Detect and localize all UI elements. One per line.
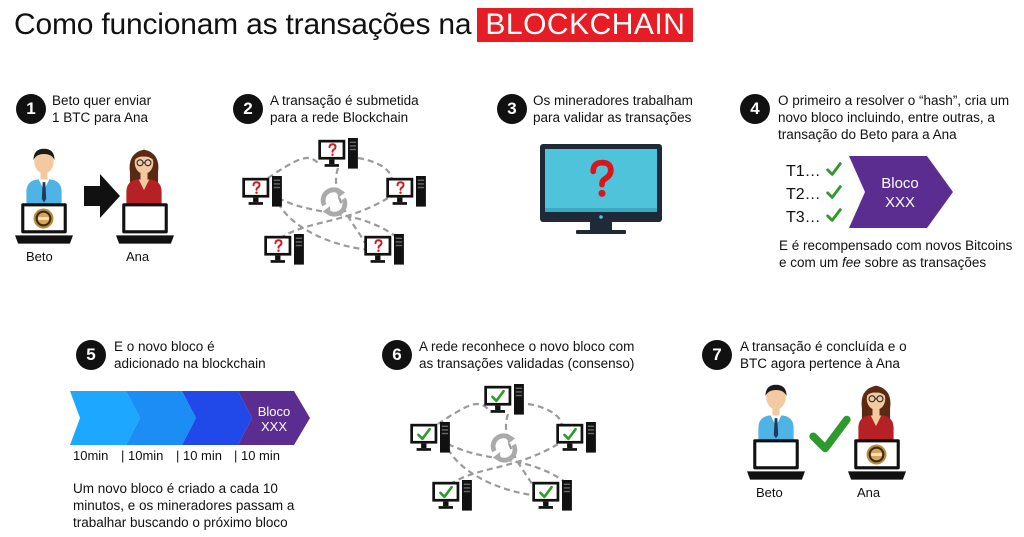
arrow-right-icon	[84, 174, 120, 218]
computer-icon	[318, 138, 358, 169]
step-5-text: E o novo bloco é adicionado na blockchai…	[114, 338, 266, 372]
step-7-line-1: A transação é concluída e o	[740, 339, 907, 354]
timeline-block-line-2: XXX	[260, 419, 287, 434]
ana-figure	[857, 385, 895, 448]
beto-label: Beto	[756, 485, 783, 500]
beto-laptop-icon	[747, 439, 805, 480]
transaction-item: T2…	[786, 183, 843, 206]
step-3-number: 3	[497, 94, 527, 124]
check-icon	[826, 208, 842, 222]
beto-to-ana-illustration	[15, 148, 174, 244]
step-5-number: 5	[76, 340, 106, 370]
step-2-text: A transação é submetida para a rede Bloc…	[270, 92, 419, 126]
timeline-interval: 10min	[73, 448, 109, 463]
transaction-complete-illustration	[747, 384, 906, 480]
computer-icon	[386, 176, 426, 207]
chain-block	[126, 391, 196, 445]
transaction-item: T1…	[786, 160, 843, 183]
monitor-question-illustration	[540, 144, 662, 234]
ana-label: Ana	[126, 249, 150, 264]
bitcoin-coin-icon	[866, 444, 887, 465]
step-1-number: 1	[16, 94, 46, 124]
step-1-line-2: 1 BTC para Ana	[52, 110, 149, 125]
chain-block	[182, 391, 252, 445]
timeline-interval: | 10 min	[234, 448, 281, 463]
reward-text: E é recompensado com novos Bitcoins e co…	[779, 237, 1012, 271]
timeline-interval: | 10min	[121, 448, 164, 463]
step-7-number: 7	[702, 340, 732, 370]
note-line-1: Um novo bloco é criado a cada 10	[73, 481, 278, 496]
computer-icon	[264, 234, 304, 265]
step-6-line-2: as transações validadas (consenso)	[419, 356, 635, 371]
note-line-3: trabalhar buscando o próximo bloco	[73, 515, 288, 530]
step-6-line-1: A rede reconhece o novo bloco com	[419, 339, 635, 354]
check-icon	[813, 420, 847, 449]
step-2-line-2: para a rede Blockchain	[270, 110, 409, 125]
step-6-number: 6	[382, 340, 412, 370]
title-highlight-badge: BLOCKCHAIN	[477, 8, 694, 42]
blockchain-timeline	[70, 391, 310, 445]
ana-label: Ana	[857, 485, 881, 500]
beto-figure	[26, 148, 62, 212]
step-3-line-2: para validar as transações	[533, 110, 692, 125]
chain-block	[70, 391, 140, 445]
beto-figure	[758, 384, 794, 448]
beto-label: Beto	[26, 249, 53, 264]
timeline-block-line-1: Bloco	[257, 404, 291, 419]
block-interval-note: Um novo bloco é criado a cada 10 minutos…	[73, 480, 294, 531]
new-block-label: Bloco XXX	[860, 174, 940, 212]
transaction-item: T3…	[786, 206, 843, 229]
reward-line-1: E é recompensado com novos Bitcoins	[779, 238, 1013, 253]
step-4-line-2: novo bloco incluindo, entre outras, a	[778, 110, 995, 125]
step-5-line-2: adicionado na blockchain	[114, 356, 266, 371]
computer-icon	[364, 234, 404, 265]
computer-icon	[432, 480, 472, 511]
block-label-line-1: Bloco	[881, 175, 919, 192]
step-4-number: 4	[740, 94, 770, 124]
step-3-line-1: Os mineradores trabalham	[533, 93, 693, 108]
timeline-block-label: Bloco XXX	[246, 404, 302, 434]
computer-icon	[532, 480, 572, 511]
step-5-line-1: E o novo bloco é	[114, 339, 215, 354]
page-title-text: Como funcionam as transações na	[14, 8, 472, 41]
timeline-interval: | 10 min	[176, 448, 223, 463]
step-4-line-3: transação do Beto para a Ana	[778, 127, 957, 142]
network-unvalidated-illustration	[242, 138, 426, 265]
computer-icon	[556, 422, 596, 453]
bitcoin-coin-icon	[33, 208, 54, 229]
fee-term: fee	[842, 255, 861, 270]
note-line-2: minutos, e os mineradores passam a	[73, 498, 295, 513]
step-6-text: A rede reconhece o novo bloco com as tra…	[419, 338, 634, 372]
new-chain-block	[238, 391, 310, 445]
step-3-text: Os mineradores trabalham para validar as…	[533, 92, 693, 126]
step-1-line-1: Beto quer enviar	[52, 93, 152, 108]
reward-line-2: e com um fee sobre as transações	[779, 255, 987, 270]
network-validated-illustration	[410, 384, 596, 511]
new-block-shape	[849, 156, 953, 228]
check-icon	[826, 185, 842, 199]
computer-icon	[242, 176, 282, 207]
step-7-line-2: BTC agora pertence à Ana	[740, 356, 900, 371]
step-7-text: A transação é concluída e o BTC agora pe…	[740, 338, 907, 372]
computer-icon	[484, 384, 524, 415]
ana-laptop-icon	[116, 203, 174, 244]
step-1-text: Beto quer enviar 1 BTC para Ana	[52, 92, 151, 126]
transaction-list: T1… T2… T3…	[786, 160, 843, 229]
check-icon	[826, 162, 842, 176]
computer-icon	[410, 422, 450, 453]
step-4-line-1: O primeiro a resolver o “hash”, cria um	[778, 93, 1010, 108]
step-2-line-1: A transação é submetida	[270, 93, 419, 108]
step-2-number: 2	[233, 94, 263, 124]
step-4-text: O primeiro a resolver o “hash”, cria um …	[778, 92, 1009, 143]
block-label-line-2: XXX	[884, 194, 915, 211]
ana-figure	[125, 149, 163, 212]
